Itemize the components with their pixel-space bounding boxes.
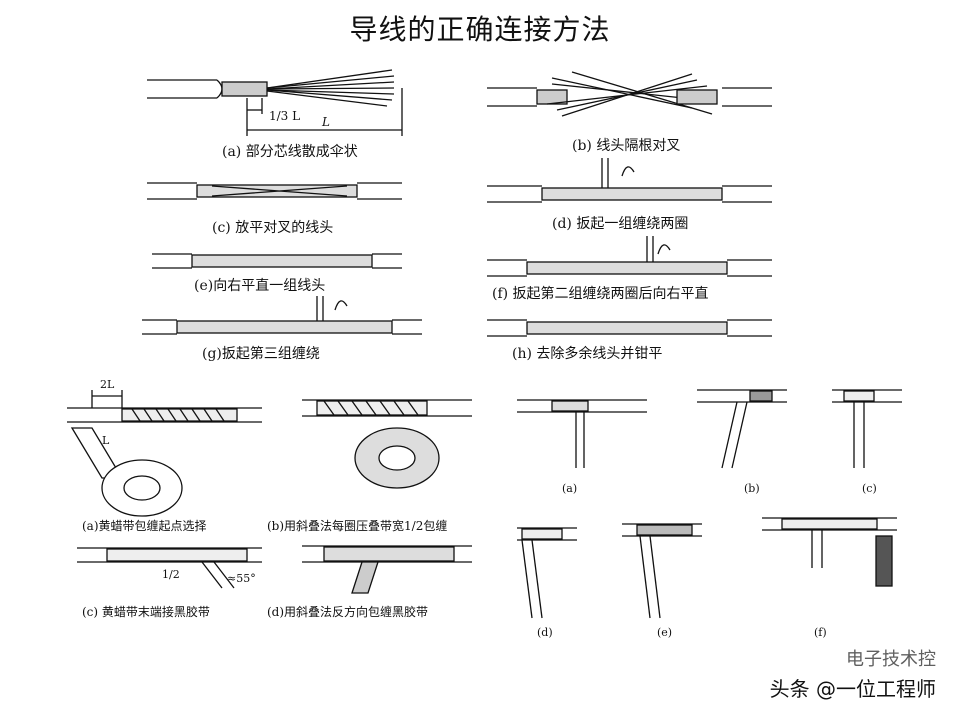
insulation-taping-figure: 2L L 1/2 ≈55° (a)黄蜡带包缠起点选择 (b)用斜叠法每圈压叠带宽… xyxy=(62,378,482,628)
watermark: 电子技术控 头条 @一位工程师 xyxy=(770,645,936,702)
caption-step-b: (b) 线头隔根对叉 xyxy=(572,138,680,154)
taping-d-illustration xyxy=(302,545,472,594)
dim-half: 1/2 xyxy=(162,568,180,581)
caption-taping-c: (c) 黄蜡带末端接黑胶带 xyxy=(82,604,210,619)
watermark-author: 头条 @一位工程师 xyxy=(769,677,936,701)
step-h-illustration xyxy=(487,319,772,337)
dim-L-tape: L xyxy=(102,434,110,447)
caption-step-e: (e)向右平直一组线头 xyxy=(194,277,325,294)
step-d-illustration xyxy=(487,158,772,203)
tjoint-e-illustration xyxy=(622,523,702,619)
caption-step-g: (g)扳起第三组缠绕 xyxy=(202,345,320,362)
caption-step-h: (h) 去除多余线头并钳平 xyxy=(512,345,662,362)
step-b-illustration xyxy=(487,71,772,117)
t-joint-taping-figure: (a) (b) (c) (d) (e) (f) xyxy=(492,378,916,638)
caption-taping-d: (d)用斜叠法反方向包缠黑胶带 xyxy=(267,604,428,619)
watermark-channel: 电子技术控 xyxy=(846,649,936,670)
tjoint-a-illustration xyxy=(517,399,647,468)
step-e-illustration xyxy=(152,253,402,269)
step-c-illustration xyxy=(147,182,402,200)
angle-55: ≈55° xyxy=(227,572,256,585)
dim-2L: 2L xyxy=(100,378,115,391)
step-a-illustration xyxy=(147,69,403,136)
step-g-illustration xyxy=(142,296,422,335)
taping-c-illustration xyxy=(77,547,262,589)
caption-step-c: (c) 放平对叉的线头 xyxy=(212,220,333,236)
caption-taping-b: (b)用斜叠法每圈压叠带宽1/2包缠 xyxy=(267,518,447,533)
page-title: 导线的正确连接方法 xyxy=(349,13,611,46)
label-tjoint-a: (a) xyxy=(562,482,577,495)
caption-step-a: (a) 部分芯线散成伞状 xyxy=(222,143,358,160)
step-f-illustration xyxy=(487,236,772,277)
label-tjoint-e: (e) xyxy=(657,626,672,638)
caption-step-f: (f) 扳起第二组缠绕两圈后向右平直 xyxy=(492,285,709,302)
tjoint-b-illustration xyxy=(697,389,787,469)
dim-L: L xyxy=(321,115,330,129)
caption-step-d: (d) 扳起一组缠绕两圈 xyxy=(552,215,688,232)
label-tjoint-d: (d) xyxy=(537,626,553,638)
label-tjoint-c: (c) xyxy=(862,482,877,495)
wire-joining-steps-figure: 1/3 L L (a) 部分芯线散成伞状 (b) 线头隔根对叉 (c) 放平对叉… xyxy=(132,58,812,370)
taping-a-illustration xyxy=(67,390,262,517)
tjoint-f-illustration xyxy=(762,517,897,587)
label-tjoint-f: (f) xyxy=(814,626,827,638)
tjoint-c-illustration xyxy=(832,389,902,468)
tjoint-d-illustration xyxy=(517,527,577,619)
taping-b-illustration xyxy=(302,399,472,489)
label-tjoint-b: (b) xyxy=(744,482,760,495)
caption-taping-a: (a)黄蜡带包缠起点选择 xyxy=(82,518,207,533)
dim-third-L: 1/3 L xyxy=(269,109,300,123)
